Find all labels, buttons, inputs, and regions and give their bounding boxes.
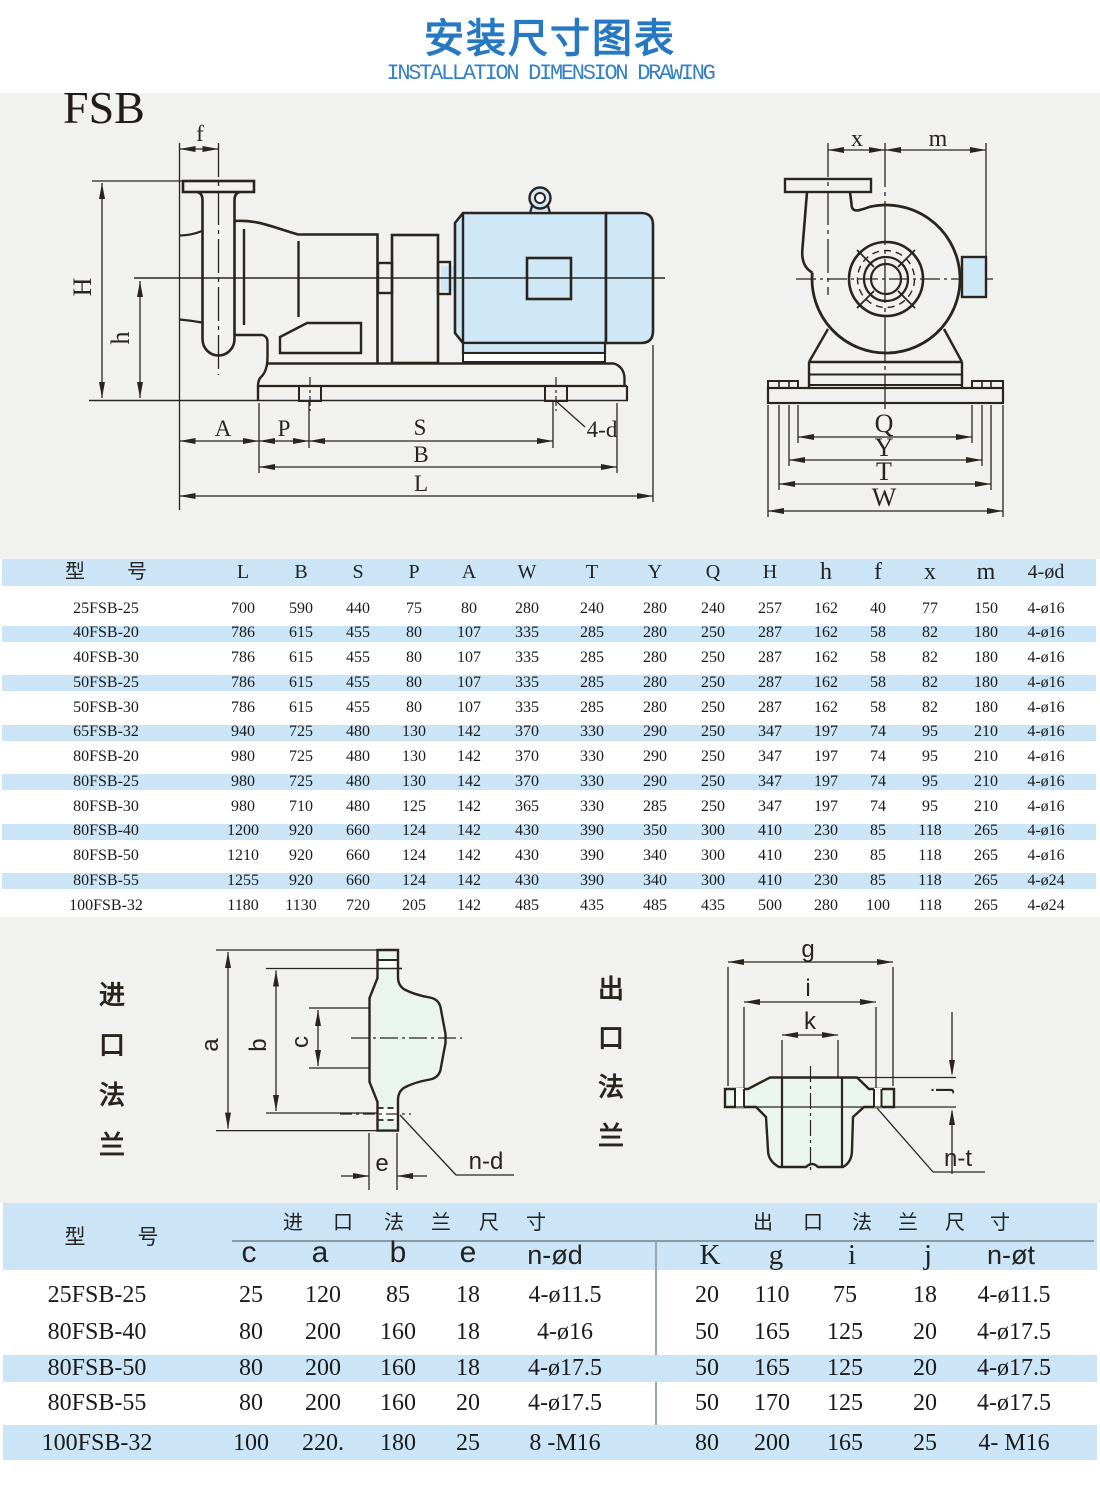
- svg-text:b: b: [245, 1038, 272, 1051]
- svg-text:W: W: [872, 483, 897, 512]
- svg-text:n-d: n-d: [469, 1148, 504, 1175]
- svg-text:法: 法: [99, 1080, 125, 1110]
- svg-text:j: j: [928, 1087, 955, 1093]
- svg-text:k: k: [804, 1008, 817, 1035]
- svg-text:H: H: [68, 277, 97, 296]
- svg-text:L: L: [414, 471, 428, 496]
- svg-text:a: a: [197, 1038, 224, 1052]
- svg-text:g: g: [801, 936, 814, 963]
- svg-text:m: m: [929, 126, 948, 152]
- svg-text:S: S: [414, 415, 427, 440]
- svg-text:x: x: [851, 126, 863, 152]
- svg-text:口: 口: [99, 1030, 125, 1060]
- svg-text:T: T: [876, 457, 892, 486]
- svg-text:n-t: n-t: [944, 1145, 972, 1172]
- svg-text:4-d: 4-d: [587, 417, 618, 442]
- svg-text:f: f: [196, 121, 204, 146]
- svg-text:兰: 兰: [598, 1121, 624, 1151]
- svg-text:出: 出: [598, 974, 624, 1004]
- svg-text:h: h: [106, 332, 135, 345]
- svg-text:口: 口: [598, 1023, 624, 1053]
- svg-text:e: e: [375, 1150, 388, 1177]
- svg-text:B: B: [413, 442, 428, 467]
- svg-text:进: 进: [99, 980, 125, 1010]
- svg-text:c: c: [287, 1036, 314, 1048]
- svg-text:i: i: [805, 975, 810, 1002]
- svg-text:Q: Q: [875, 409, 894, 438]
- svg-text:兰: 兰: [99, 1130, 125, 1160]
- svg-text:P: P: [278, 416, 291, 441]
- svg-text:A: A: [215, 416, 232, 441]
- svg-text:Y: Y: [875, 433, 894, 462]
- svg-text:法: 法: [598, 1072, 624, 1102]
